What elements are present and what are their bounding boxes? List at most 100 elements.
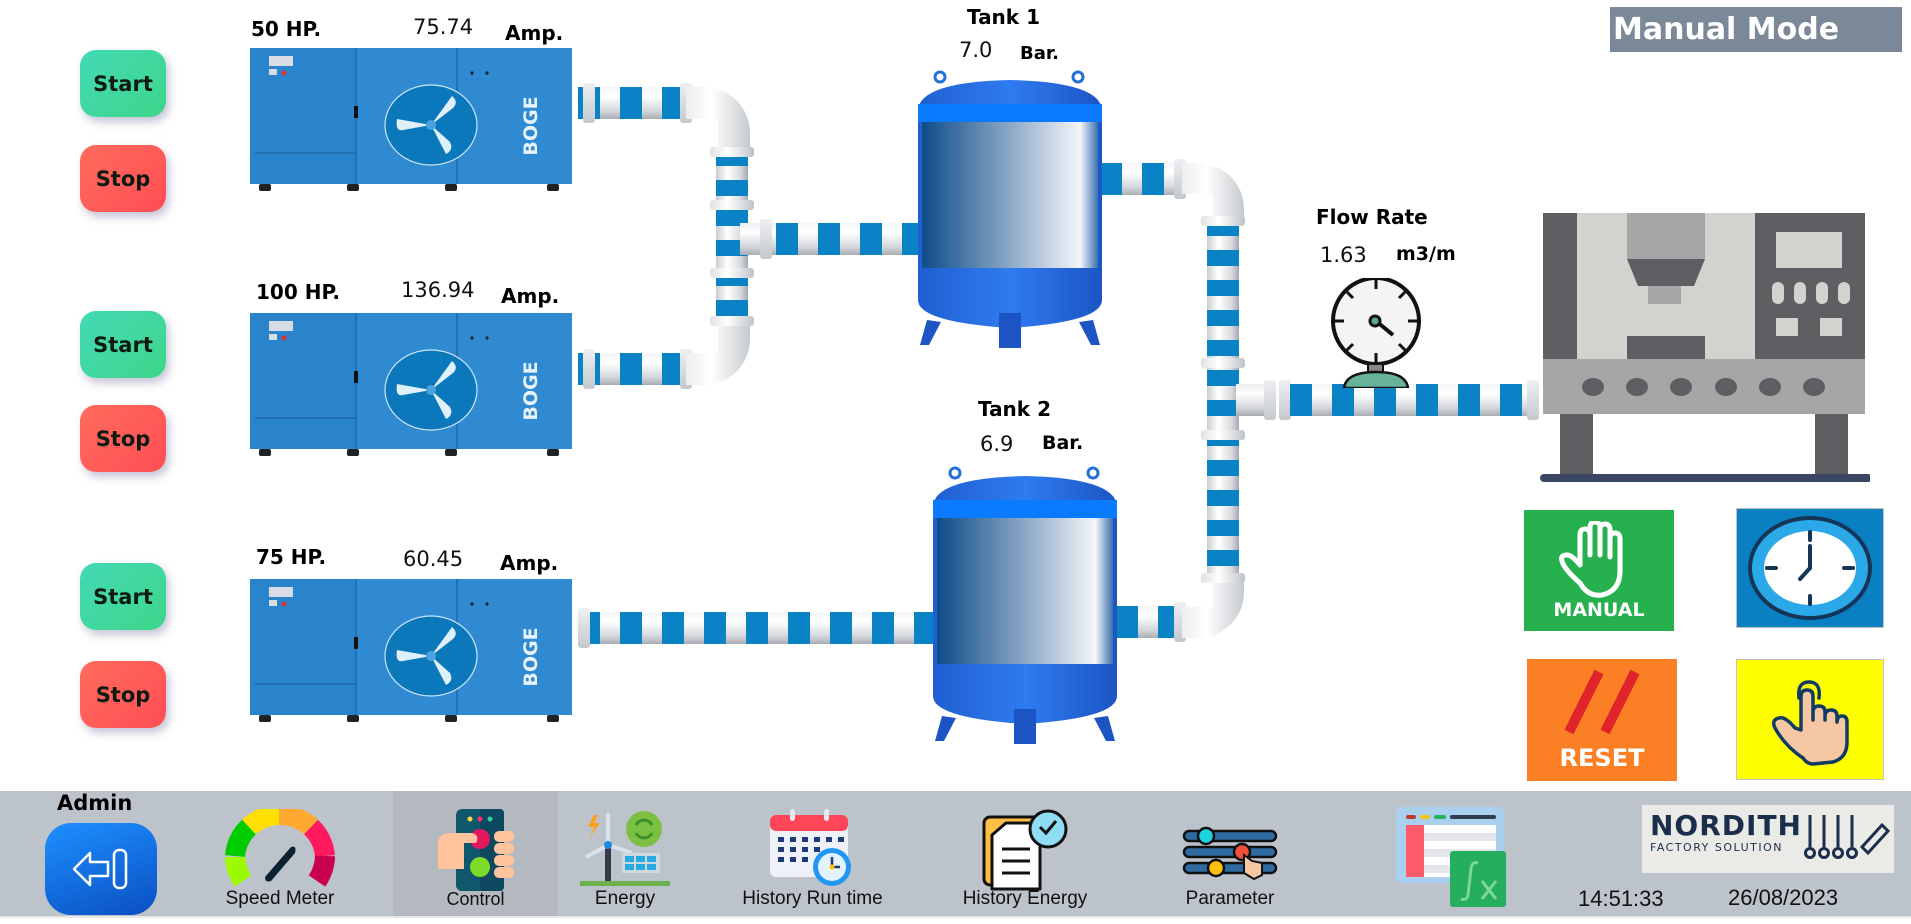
status-date: 26/08/2023: [1728, 885, 1839, 910]
nav-label: History Energy: [962, 888, 1088, 909]
renewable-energy-icon: [580, 811, 670, 886]
compressor-3-hp-label: 75 HP.: [256, 545, 327, 569]
pipe-compressor-3-to-tank-2: [578, 612, 934, 644]
pipe-flange: [1264, 380, 1276, 420]
compressor-3-start-button[interactable]: Start: [80, 563, 166, 630]
nav-energy[interactable]: Energy: [570, 791, 680, 916]
reset-slash-icon: [1564, 669, 1640, 735]
boge-logo: BOGE: [520, 627, 542, 686]
pipe-flange: [583, 349, 595, 389]
pipe-to-machine: [1290, 384, 1535, 416]
nav-label: Parameter: [1185, 888, 1275, 909]
compressor-3-current-value: 60.45: [403, 547, 464, 571]
compressor-feet: [259, 715, 559, 722]
flow-rate-value: 1.63: [1320, 243, 1367, 267]
compressor-1-hp-label: 50 HP.: [251, 17, 322, 41]
compressor-1-current-unit: Amp.: [505, 21, 564, 45]
pipe-flange: [583, 83, 595, 123]
pipe-flange: [710, 147, 754, 157]
pipe-elbow: [686, 321, 750, 385]
status-time: 14:51:33: [1578, 886, 1664, 911]
pointer-hand-icon: [1771, 679, 1849, 766]
tank-1-pressure-unit: Bar.: [1020, 43, 1060, 64]
pipe-flange: [710, 316, 754, 326]
pipe-to-tank-1: [776, 223, 920, 255]
pipe-flange: [760, 219, 772, 259]
compressor-3: BOGE: [250, 579, 572, 722]
nav-label: Speed Meter: [225, 888, 335, 909]
nav-history-energy[interactable]: History Energy: [945, 791, 1105, 916]
pipe-compressor-2: [578, 353, 690, 385]
pipe-header-right: [1207, 220, 1239, 580]
touch-control-button[interactable]: [1736, 659, 1884, 780]
nav-control[interactable]: Control: [393, 791, 558, 916]
pipe-flange: [1201, 358, 1245, 368]
tank-2: [933, 466, 1117, 744]
compressor-2-current-unit: Amp.: [501, 284, 560, 308]
nav-speed-meter[interactable]: Speed Meter: [200, 791, 360, 916]
pipe-flange: [578, 608, 590, 648]
brand-mark-icon: [1804, 815, 1890, 859]
compressor-2: BOGE: [250, 313, 572, 456]
tank-1-name: Tank 1: [967, 5, 1040, 29]
pipe-elbow: [686, 87, 750, 151]
clock-icon: [1748, 516, 1872, 620]
bottom-navigation-bar: Admin Speed Meter Control: [0, 791, 1911, 918]
logout-button[interactable]: [45, 823, 157, 915]
pipe-flange: [710, 200, 754, 210]
pipe-flange: [1279, 380, 1291, 420]
compressor-3-stop-button[interactable]: Stop: [80, 661, 166, 728]
compressor-feet: [259, 184, 559, 191]
spreadsheet-formula-icon: [1395, 807, 1506, 907]
compressor-2-hp-label: 100 HP.: [256, 280, 341, 304]
fan-icon: [384, 615, 478, 697]
pipe-flange: [1201, 573, 1245, 583]
document-clock-icon: [982, 809, 1068, 891]
reset-button[interactable]: RESET: [1527, 659, 1677, 781]
compressor-body: [250, 48, 572, 184]
pipe-flange: [1201, 216, 1245, 226]
fan-icon: [384, 84, 478, 166]
nav-history-run-time[interactable]: History Run time: [720, 791, 905, 916]
pipe-flange: [710, 268, 754, 278]
pipe-compressor-1: [578, 87, 690, 119]
pipe-tank-1-outlet: [1100, 163, 1186, 195]
mode-banner: Manual Mode: [1610, 7, 1902, 52]
compressor-1-current-value: 75.74: [413, 15, 474, 39]
flow-rate-title: Flow Rate: [1316, 205, 1428, 229]
speedometer-icon: [225, 809, 335, 887]
tank-1: [918, 70, 1102, 348]
schedule-button[interactable]: [1736, 508, 1884, 628]
tank-1-pressure-value: 7.0: [959, 38, 993, 62]
compressor-2-stop-button[interactable]: Stop: [80, 405, 166, 472]
logout-arrow-icon: [72, 848, 128, 890]
nav-label: Control: [446, 889, 505, 909]
brand-name: NORDITH: [1650, 809, 1802, 842]
hand-stop-icon: [1559, 520, 1623, 598]
manual-mode-button[interactable]: MANUAL: [1524, 510, 1674, 631]
remote-control-icon: [437, 809, 514, 891]
pipe-flange: [1527, 380, 1539, 420]
user-role-label: Admin: [57, 791, 133, 815]
reset-label: RESET: [1559, 744, 1645, 772]
brand-logo: NORDITH FACTORY SOLUTION: [1642, 805, 1894, 873]
compressor-feet: [259, 449, 559, 456]
boge-logo: BOGE: [520, 96, 542, 155]
pipe-elbow: [1182, 576, 1244, 638]
fan-icon: [384, 349, 478, 431]
brand-tagline: FACTORY SOLUTION: [1650, 841, 1783, 854]
flow-rate-unit: m3/m: [1396, 243, 1456, 265]
manual-mode-label: MANUAL: [1553, 598, 1645, 621]
compressor-2-current-value: 136.94: [401, 278, 475, 302]
tank-2-pressure-value: 6.9: [980, 432, 1014, 456]
compressor-2-start-button[interactable]: Start: [80, 311, 166, 378]
compressor-1-start-button[interactable]: Start: [80, 50, 166, 117]
pipe-flange: [1201, 430, 1245, 440]
nav-parameter[interactable]: Parameter: [1155, 791, 1305, 916]
nav-label: History Run time: [742, 888, 883, 909]
compressor-1-stop-button[interactable]: Stop: [80, 145, 166, 212]
tank-2-name: Tank 2: [978, 397, 1051, 421]
sliders-icon: [1182, 826, 1278, 881]
nav-formula-report[interactable]: [1380, 791, 1515, 916]
cnc-machine-icon: [1540, 213, 1870, 482]
